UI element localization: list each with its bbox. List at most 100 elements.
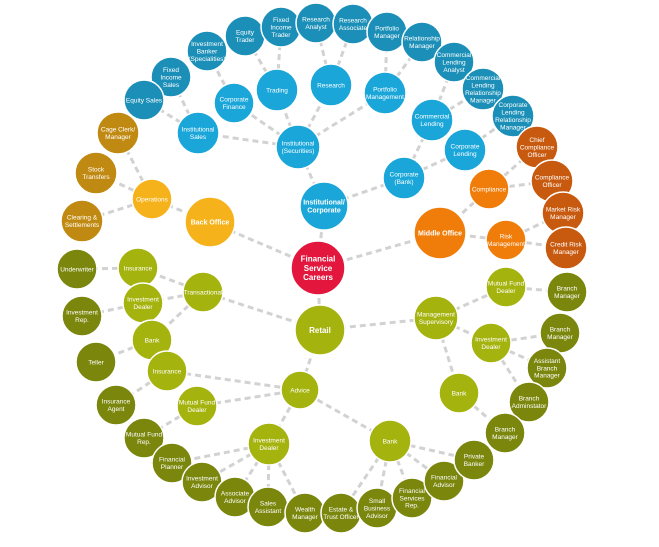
node-a-insurance-label: Insurance: [153, 368, 182, 375]
node-equity-sales-label: Equity Sales: [126, 97, 163, 104]
node-branch-manager-1-label: Branch: [557, 286, 578, 293]
node-portfolio-management-label: Portfolio: [373, 87, 397, 94]
node-retail[interactable]: Retail: [294, 304, 346, 356]
node-back-office[interactable]: Back Office: [184, 196, 236, 248]
node-a-mutual-fund-dealer-label: Mutual Fund: [179, 400, 216, 407]
node-branch-manager-3-label: Branch: [495, 427, 516, 434]
node-advice[interactable]: Advice: [280, 370, 320, 410]
node-portfolio-management-circle: [363, 71, 407, 115]
node-credit-risk-manager-label: Credit Risk: [550, 242, 583, 249]
node-t-bank[interactable]: Bank: [131, 319, 173, 361]
node-middle-office[interactable]: Middle Office: [413, 206, 467, 260]
node-clearing-settlements-circle: [60, 199, 104, 243]
node-branch-administrator-label: Branch: [519, 396, 540, 403]
node-fixed-income-trader-label: Income: [270, 24, 292, 31]
node-a-insurance[interactable]: Insurance: [146, 350, 188, 392]
node-transactional-label: Transactional: [184, 289, 223, 296]
node-corporate-bank-label: (Bank): [394, 179, 413, 186]
node-corporate-lending-label: Lending: [453, 151, 477, 158]
node-middle-office-circle: [413, 206, 467, 260]
node-management-supervisory-circle: [413, 295, 459, 341]
node-teller[interactable]: Teller: [75, 341, 117, 383]
node-inst-securities[interactable]: Institutional(Securities): [275, 124, 321, 170]
node-investment-banker-label: (Specialities): [188, 56, 225, 63]
node-back-office-label: Back Office: [191, 219, 230, 226]
node-advice-label: Advice: [290, 387, 310, 394]
node-branch-manager-2-label: Manager: [547, 334, 573, 341]
node-t-bank-label: Bank: [145, 337, 161, 344]
node-clearing-settlements[interactable]: Clearing &Settlements: [60, 199, 104, 243]
node-assistant-branch-manager-label: Branch: [537, 365, 558, 372]
node-operations[interactable]: Operations: [131, 178, 173, 220]
node-financial-planner-label: Planner: [161, 464, 184, 471]
node-insurance-agent-circle: [95, 384, 137, 426]
node-institutional[interactable]: Institutional/Corporate: [299, 181, 349, 231]
node-trading[interactable]: Trading: [255, 68, 299, 112]
node-estate-trust-officer[interactable]: Estate &Trust Officer: [320, 492, 362, 534]
node-corporate-bank[interactable]: Corporate(Bank): [382, 156, 426, 200]
node-t-insurance[interactable]: Insurance: [117, 247, 159, 289]
node-a-bank[interactable]: Bank: [368, 419, 412, 463]
node-research[interactable]: Research: [309, 63, 353, 107]
node-m-investment-dealer-circle: [470, 322, 512, 364]
node-transactional[interactable]: Transactional: [182, 271, 224, 313]
node-underwriter[interactable]: Underwriter: [56, 248, 98, 290]
node-commercial-lending-rm-label: Relationship: [465, 90, 501, 97]
node-investment-banker-label: Banker: [197, 48, 218, 55]
node-m-bank-label: Bank: [452, 390, 468, 397]
node-financial-services-rep-label: Financial: [399, 488, 426, 495]
node-equity-sales[interactable]: Equity Sales: [123, 79, 165, 121]
node-commercial-lending-rm-label: Lending: [471, 83, 495, 90]
node-financial-planner-circle: [151, 442, 193, 484]
node-m-bank[interactable]: Bank: [438, 372, 480, 414]
node-relationship-manager-label: Relationship: [404, 36, 440, 43]
node-underwriter-circle: [56, 248, 98, 290]
node-research-analyst-label: Research: [302, 17, 330, 24]
node-compliance[interactable]: Compliance: [468, 168, 510, 210]
node-cage-clerk[interactable]: Cage Clerk/Manager: [96, 111, 140, 155]
